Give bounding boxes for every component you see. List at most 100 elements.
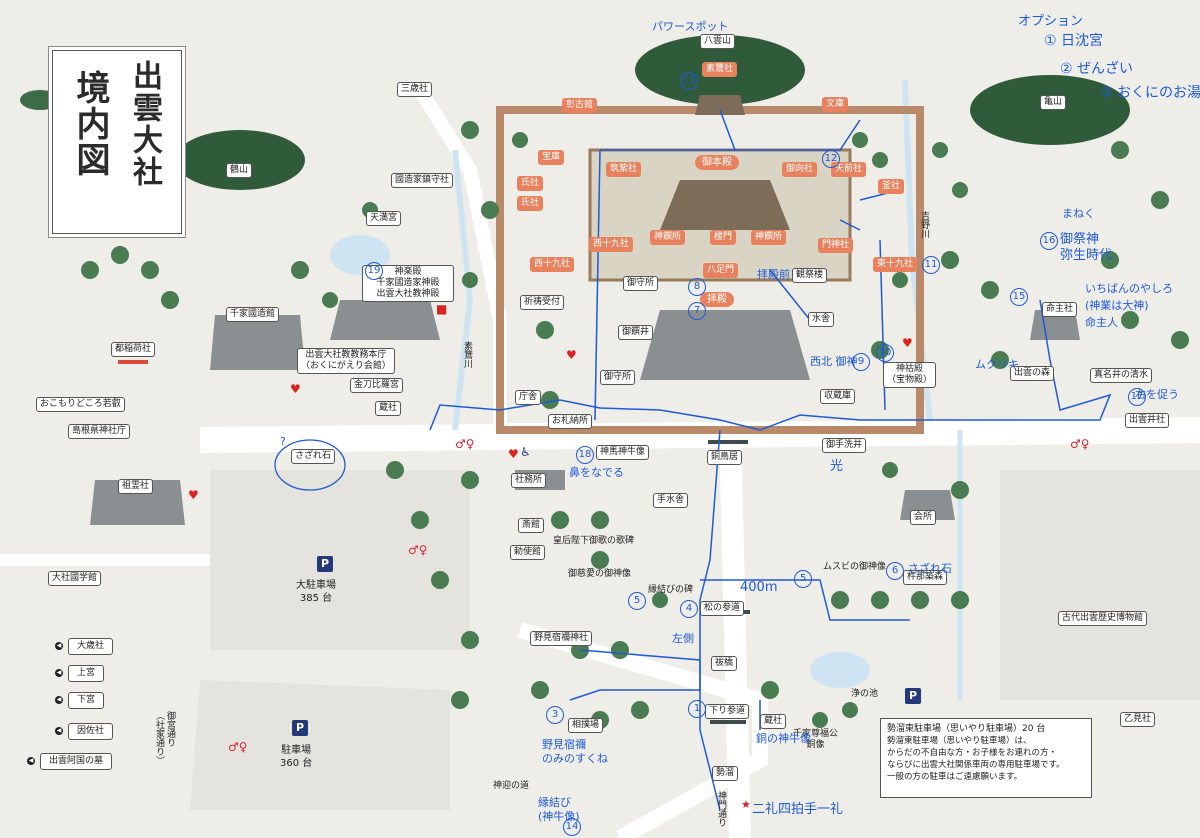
route-marker-17: 17 [1128, 388, 1146, 406]
label-dotorii: 銅鳥居 [707, 450, 743, 465]
label-musubi: ムスビの御神像 [823, 562, 887, 572]
note-distance: 400m [740, 580, 778, 595]
note-light: 光 [830, 459, 844, 474]
flag-icon: ■ [436, 302, 448, 316]
side-item-oootoshi: ◀大歳社 [55, 638, 114, 655]
label-higashi19: 東十九社 [873, 257, 918, 272]
mountain-kame [970, 75, 1130, 145]
side-item-kamimiya: ◀上宮 [55, 665, 105, 682]
kagura-roof [330, 300, 440, 340]
label-yoshino-river: 吉野川 [919, 211, 929, 238]
label-senke: 千家國造館 [226, 307, 280, 322]
label-amasaki: 天前社 [831, 162, 867, 177]
label-honden: 御本殿 [695, 155, 739, 170]
route-marker-4: 4 [680, 600, 698, 618]
label-uji1: 氏社 [517, 176, 544, 191]
label-kaikan: 会所 [910, 510, 937, 525]
label-shinmon-dori: 神門通り [716, 791, 726, 827]
label-kyomu: 出雲大社教教務本庁 （おくにがえり会館） [297, 348, 395, 374]
sogasha-roof [695, 95, 745, 115]
route-marker-13: 13 [680, 72, 698, 90]
label-kogo: 皇后陛下御歌の歌碑 [553, 536, 635, 546]
route-line [699, 429, 910, 811]
label-kokuzoke: 國造家鎮守社 [391, 173, 454, 188]
label-shamusho: 社務所 [511, 473, 547, 488]
label-uji2: 氏社 [517, 196, 544, 211]
route-marker-16: 16 [1040, 232, 1058, 250]
haiden-roof [640, 310, 810, 380]
label-haiden: 拝殿 [700, 292, 734, 307]
torii-copper [708, 440, 748, 444]
aed-icon: ♥ [290, 382, 301, 396]
label-shinkosho1: 神饌所 [650, 230, 686, 245]
museum-area [1000, 470, 1200, 700]
note-haiden-front: 拝殿前 [757, 268, 790, 281]
notice-head: 勢溜東駐車場（思いやり駐車場）20 台 [887, 724, 1046, 734]
route-marker-10: 10 [876, 344, 894, 362]
label-otoshi: 乙見社 [1120, 712, 1156, 727]
side-item-okuni: ◀出雲阿国の墓 [27, 753, 113, 770]
label-kompira: 金刀比羅宮 [350, 378, 404, 393]
aed-icon: ♥ [902, 336, 913, 350]
wheelchair-icon: ♿ [520, 445, 531, 459]
label-shinmon-michi: 神迎の道 [493, 781, 530, 791]
label-kinasaki: 杵那築森 [903, 570, 948, 585]
label-shuzou: 収蔵庫 [820, 389, 856, 404]
side-item-shimomiya: ◀下宮 [55, 692, 105, 709]
arrow-icon: ◀ [55, 669, 63, 677]
aed-icon: ♥ [566, 348, 577, 362]
label-akagomi: 彰古館 [562, 98, 598, 113]
route-marker-6: 6 [886, 562, 904, 580]
label-jouike: 浄の池 [851, 689, 879, 699]
route-line [594, 109, 886, 421]
label-bunko: 文庫 [822, 97, 849, 112]
label-kurasha2: 蔵社 [760, 714, 787, 729]
label-nishi19-b: 西十九社 [530, 257, 575, 272]
route-circle [274, 439, 346, 491]
note-copper-cow: 銅の神牛像 [756, 732, 811, 745]
label-roumon: 楼門 [710, 230, 737, 245]
label-kanseiro: 観祭楼 [792, 268, 828, 283]
label-omiya-dori: 御宮通り （社家通り） [154, 711, 175, 765]
label-yatsuashi: 八足門 [703, 263, 739, 278]
mountain-tsuru [175, 130, 305, 190]
notice-body: 勢溜東駐車場（思いやり駐車場）は、 からだの不自由な方・お子様をお連れの方・ な… [887, 736, 1065, 782]
route-marker-12: 12 [822, 150, 840, 168]
label-toinari: 都稲荷社 [111, 342, 156, 357]
trees [81, 121, 1189, 729]
label-chikushi: 筑紫社 [606, 162, 642, 177]
parking-area [210, 470, 470, 650]
arrow-icon: ◀ [55, 727, 63, 735]
label-kame: 亀山 [1040, 95, 1067, 110]
note-enmusubi: 縁結び (神牛像) [538, 796, 580, 823]
label-sansai: 三歳社 [397, 82, 433, 97]
route-marker-19: 19 [365, 262, 383, 280]
label-monjin: 門神社 [818, 238, 854, 253]
route-line [429, 299, 1112, 431]
label-suga-river: 素鵞川 [462, 341, 472, 368]
restroom-icon: ♂♀ [408, 543, 428, 557]
label-chokushi: 勅使館 [510, 545, 546, 560]
label-izumo-mori: 出雲の森 [1010, 366, 1055, 381]
label-mizusha: 水舎 [808, 312, 835, 327]
label-mana: 真名井の清水 [1090, 368, 1153, 383]
parking-icon: P [317, 556, 333, 572]
aed-icon: ♥ [188, 488, 199, 502]
label-goseni: 御饌井 [618, 325, 654, 340]
label-chosha: 庁舎 [515, 390, 542, 405]
title-frame [52, 50, 182, 234]
note-power-spot: パワースポット [652, 20, 729, 33]
label-kura: 蔵社 [375, 401, 402, 416]
label-kodai: 古代出雲歴史博物館 [1058, 611, 1148, 626]
label-sazare: さざれ石 [291, 449, 336, 464]
label-kama: 釜社 [878, 179, 905, 194]
route-marker-5b: 5 [628, 592, 646, 610]
label-nishi19: 西十九社 [589, 237, 634, 252]
label-okomori: おこもりどころ若叡 [36, 397, 125, 412]
restroom-icon: ♂♀ [455, 437, 475, 451]
arrow-icon: ◀ [55, 696, 63, 704]
label-matsu: 松の参道 [700, 601, 745, 616]
route-marker-15: 15 [1010, 288, 1028, 306]
